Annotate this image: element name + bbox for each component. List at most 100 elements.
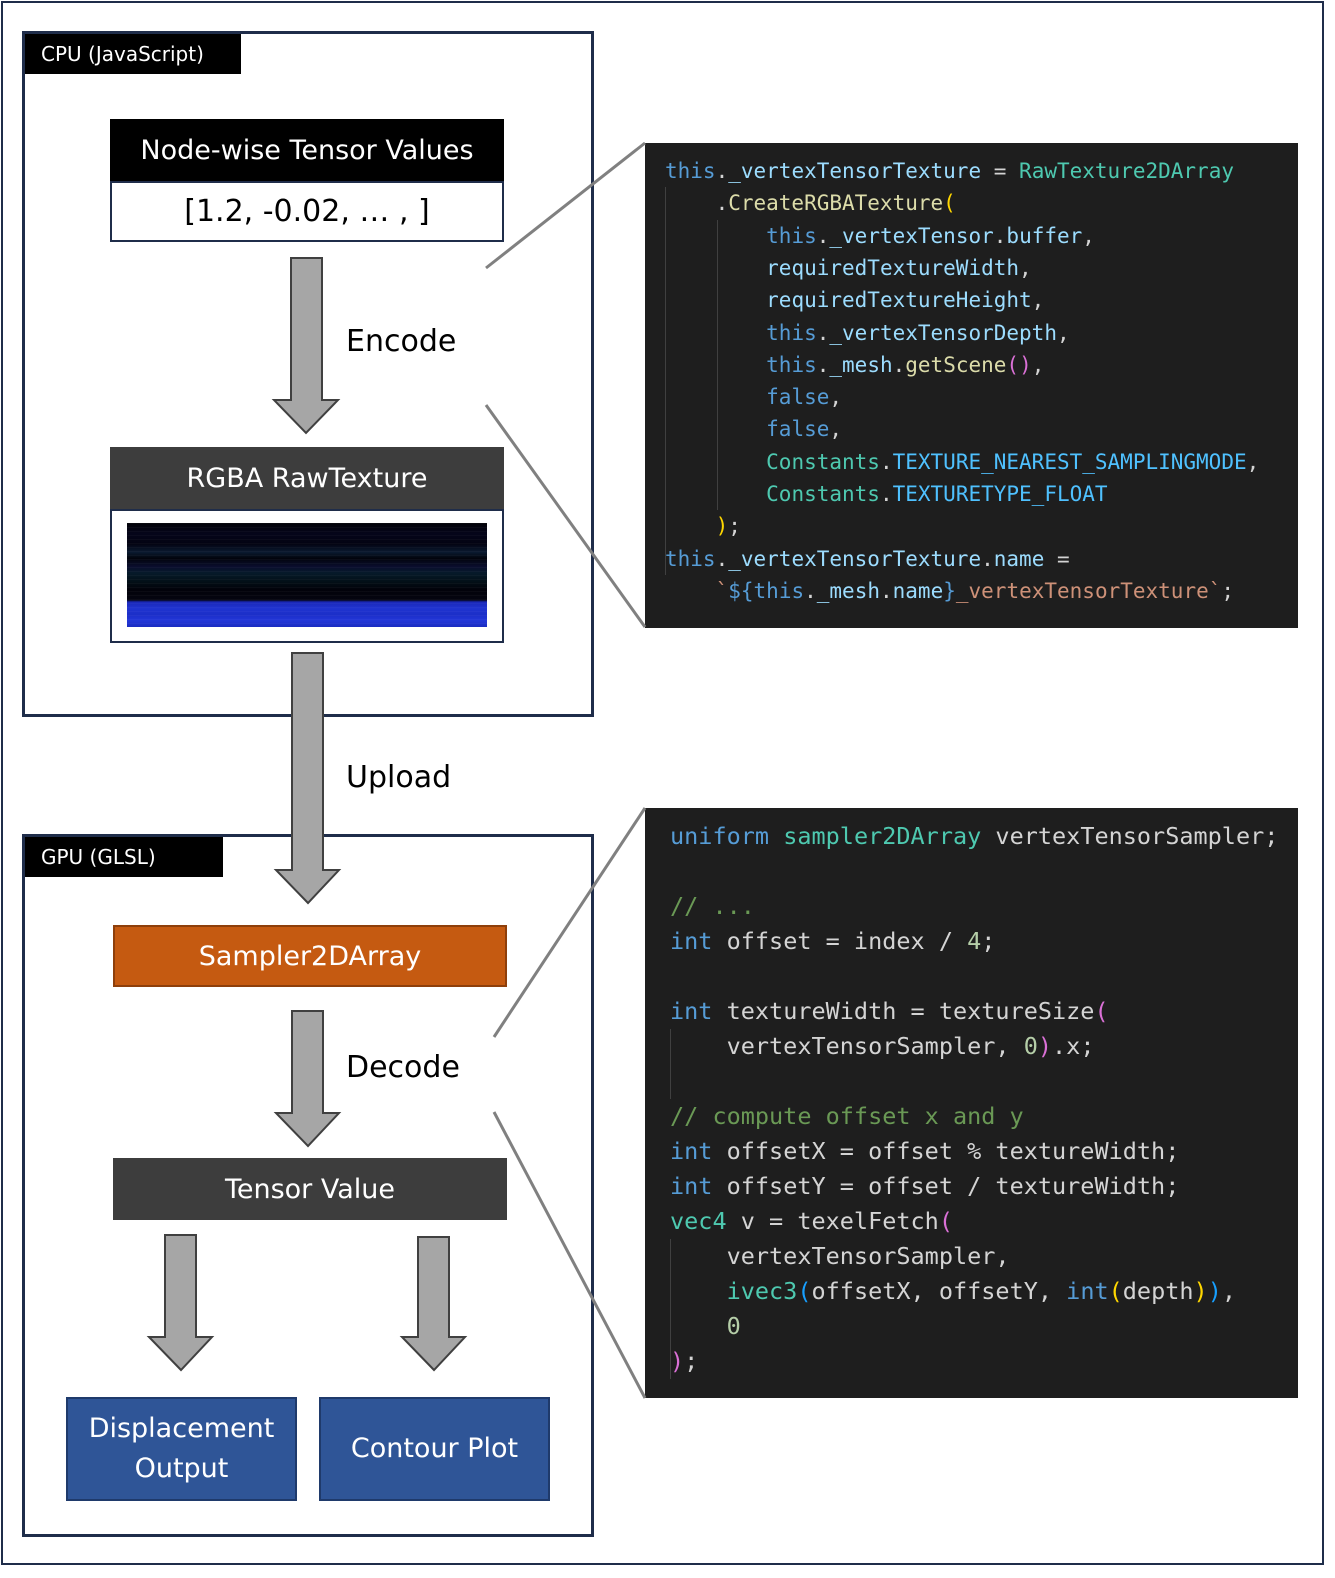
code-token: , — [1019, 255, 1032, 280]
code-token: . — [804, 578, 817, 603]
code-token: int — [670, 927, 713, 955]
code-line: this._vertexTensorTexture.name = — [665, 543, 1070, 575]
code-token: false — [766, 385, 830, 410]
encode-label: Encode — [346, 324, 457, 359]
code-token: . — [892, 352, 906, 377]
code-token: , — [1221, 1277, 1236, 1305]
code-token: offsetY = offset / textureWidth; — [712, 1172, 1180, 1200]
code-token: this — [766, 320, 817, 345]
code-token: uniform — [670, 822, 770, 850]
code-token: ; — [728, 514, 741, 539]
code-token: ) — [1207, 1277, 1222, 1305]
code-token: this — [665, 159, 716, 183]
code-line: int offset = index / 4; — [670, 924, 995, 959]
code-token: int — [670, 1137, 713, 1165]
code-token: . — [816, 223, 830, 248]
sampler2darray-box: Sampler2DArray — [113, 925, 507, 987]
code-token: offsetX, offsetY, — [811, 1277, 1067, 1305]
code-line: Constants.TEXTURE_NEAREST_SAMPLINGMODE, — [665, 446, 1259, 478]
code-token: textureWidth = textureSize — [712, 997, 1095, 1025]
code-token: sampler2DArray — [783, 822, 982, 850]
glsl-connector-top — [492, 807, 647, 1038]
code-token: ( — [797, 1277, 812, 1305]
decode-arrow — [273, 1010, 342, 1148]
glsl-connector-bottom — [492, 1111, 647, 1399]
code-token: 0 — [726, 1312, 741, 1340]
code-token: ) — [1037, 1032, 1053, 1060]
code-line: `${this._mesh.name}_vertexTensorTexture`… — [665, 575, 1234, 607]
glsl-code-panel: uniform sampler2DArray vertexTensorSampl… — [645, 808, 1298, 1398]
code-token: RawTexture2DArray — [1019, 159, 1234, 183]
code-token: buffer — [1006, 223, 1083, 248]
indent-guide — [665, 187, 666, 575]
code-line: uniform sampler2DArray vertexTensorSampl… — [670, 819, 1278, 854]
code-token: } — [943, 578, 956, 603]
indent-guide — [670, 1029, 671, 1099]
code-token: _vertexTensorDepth — [829, 320, 1057, 345]
decode-label: Decode — [346, 1050, 460, 1085]
code-token: offsetX = offset % textureWidth; — [712, 1137, 1180, 1165]
upload-arrow — [273, 652, 342, 905]
code-line: ); — [670, 1344, 698, 1379]
code-line: false, — [665, 381, 842, 413]
code-token: requiredTextureHeight — [766, 288, 1032, 313]
code-token: CreateRGBATexture — [728, 191, 944, 216]
tensor-value-box: Tensor Value — [113, 1158, 507, 1220]
code-token: , — [1082, 223, 1095, 248]
code-token: . — [816, 352, 830, 377]
code-token: // compute offset x and y — [670, 1102, 1024, 1130]
code-token: . — [715, 546, 729, 571]
code-token: ( — [1094, 997, 1109, 1025]
contour-plot-box: Contour Plot — [319, 1397, 550, 1501]
code-token: = — [1044, 546, 1070, 571]
code-line: int offsetX = offset % textureWidth; — [670, 1134, 1179, 1169]
code-token: this — [766, 223, 817, 248]
code-line: vec4 v = texelFetch( — [670, 1204, 953, 1239]
code-token: 4 — [967, 927, 982, 955]
code-line: vertexTensorSampler, — [670, 1239, 1010, 1274]
cpu-section-label: CPU (JavaScript) — [25, 34, 241, 74]
displacement-line-2: Output — [134, 1453, 229, 1484]
code-line: ); — [665, 510, 741, 542]
code-token: . — [879, 449, 893, 474]
code-token: _mesh — [829, 352, 893, 377]
node-values-title: Node-wise Tensor Values — [110, 119, 504, 181]
code-line: // compute offset x and y — [670, 1099, 1024, 1134]
code-token: _vertexTensor — [829, 223, 994, 248]
code-token: this — [665, 546, 716, 571]
js-code-panel: this. _vertexTensorTexture = RawTexture2D… — [645, 143, 1298, 628]
code-token: v = texelFetch — [726, 1207, 939, 1235]
code-token: . — [981, 546, 994, 571]
code-token: offset = index / — [712, 927, 968, 955]
code-token: ; — [1221, 578, 1235, 603]
code-token: name — [993, 546, 1045, 571]
code-line: Constants.TEXTURETYPE_FLOAT — [665, 478, 1107, 510]
code-line: 0 — [670, 1309, 741, 1344]
code-token: , — [1031, 352, 1045, 377]
code-token: _vertexTensorTexture — [728, 159, 982, 183]
code-token: requiredTextureWidth — [766, 255, 1020, 280]
code-token: , — [1031, 288, 1045, 313]
code-token: int — [1066, 1277, 1109, 1305]
node-values-array: [1.2, -0.02, … , ] — [110, 181, 504, 242]
code-token: ; — [684, 1347, 699, 1375]
code-line: int offsetY = offset / textureWidth; — [670, 1169, 1179, 1204]
code-line: requiredTextureWidth, — [665, 252, 1032, 284]
code-token: ; — [981, 927, 996, 955]
code-token: 0 — [1023, 1032, 1038, 1060]
displacement-output-box: Displacement Output — [66, 1397, 297, 1501]
code-token: () — [1006, 352, 1032, 377]
displacement-line-1: Displacement — [88, 1413, 275, 1444]
raw-texture-image — [127, 523, 487, 627]
code-token: Constants — [766, 482, 880, 506]
code-token: ( — [938, 1207, 953, 1235]
code-token: . — [879, 482, 893, 506]
code-token: , — [1056, 320, 1070, 345]
gpu-section-label: GPU (GLSL) — [25, 837, 223, 877]
code-token: _vertexTensorTexture` — [955, 578, 1222, 603]
code-token: . — [879, 578, 893, 603]
code-token: this — [753, 578, 805, 603]
code-token: vertexTensorSampler, — [670, 1242, 1010, 1270]
encode-arrow — [271, 257, 341, 435]
